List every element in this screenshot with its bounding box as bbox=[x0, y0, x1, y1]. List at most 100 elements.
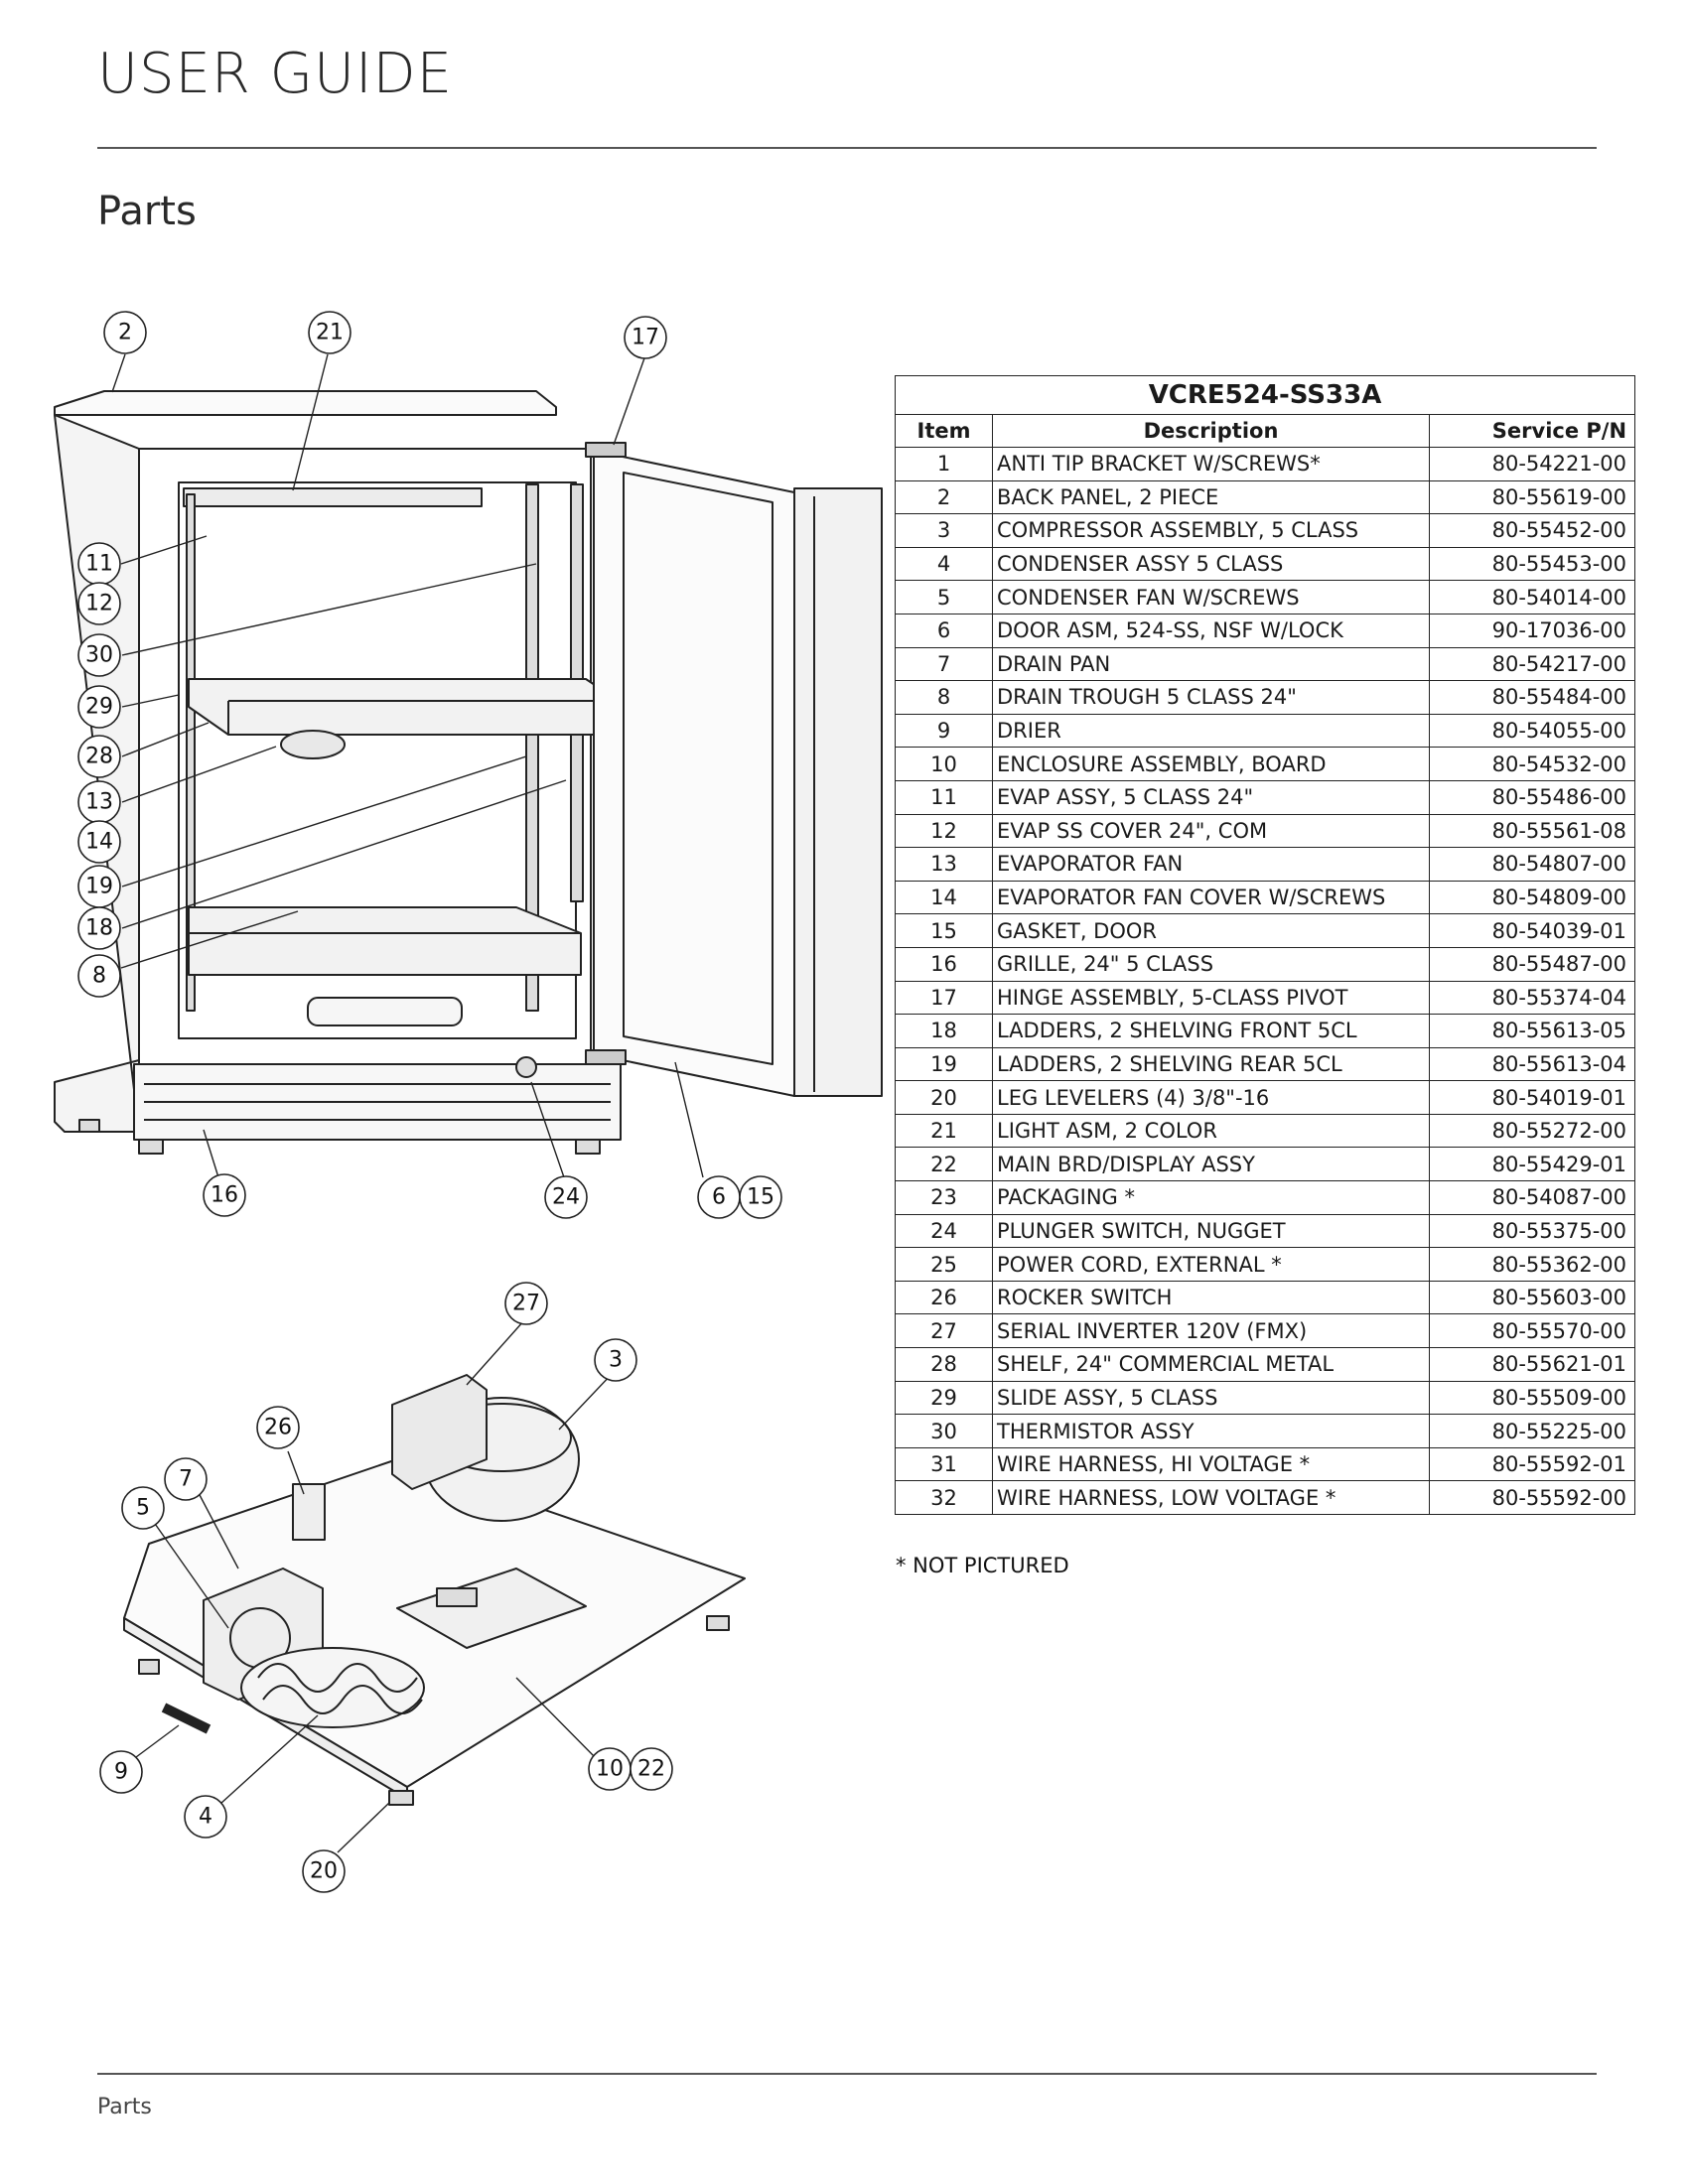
header-divider bbox=[97, 147, 1597, 149]
description-cell: ROCKER SWITCH bbox=[992, 1280, 1430, 1315]
callout-15: 15 bbox=[747, 1185, 774, 1210]
column-header-service-pn: Service P/N bbox=[1428, 414, 1636, 448]
callout-9: 9 bbox=[114, 1760, 128, 1785]
service-pn-cell: 80-55509-00 bbox=[1428, 1380, 1636, 1416]
item-number-cell: 24 bbox=[895, 1213, 993, 1249]
callout-markers bbox=[77, 311, 782, 1893]
item-number-cell: 8 bbox=[895, 680, 993, 715]
item-number-cell: 21 bbox=[895, 1113, 993, 1149]
model-number: VCRE524-SS33A bbox=[894, 375, 1636, 415]
service-pn-cell: 80-55429-01 bbox=[1428, 1147, 1636, 1182]
description-cell: EVAP ASSY, 5 CLASS 24" bbox=[992, 779, 1430, 815]
machine-compartment-drawing bbox=[123, 1374, 746, 1806]
table-model-row: VCRE524-SS33A bbox=[894, 375, 1636, 415]
item-number-cell: 22 bbox=[895, 1147, 993, 1182]
callout-leader-lines bbox=[111, 353, 704, 1853]
service-pn-cell: 80-55225-00 bbox=[1428, 1414, 1636, 1448]
item-number-cell: 2 bbox=[895, 479, 993, 515]
description-cell: WIRE HARNESS, LOW VOLTAGE * bbox=[992, 1480, 1430, 1515]
callout-8: 8 bbox=[92, 964, 106, 989]
callout-19: 19 bbox=[85, 875, 113, 899]
callout-13: 13 bbox=[85, 790, 113, 815]
service-pn-cell: 80-55570-00 bbox=[1428, 1313, 1636, 1349]
service-pn-cell: 80-55619-00 bbox=[1428, 479, 1636, 515]
callout-5: 5 bbox=[136, 1496, 150, 1521]
description-cell: HINGE ASSEMBLY, 5-CLASS PIVOT bbox=[992, 980, 1430, 1016]
callout-22: 22 bbox=[637, 1757, 665, 1782]
column-header-item: Item bbox=[895, 414, 993, 448]
description-cell: LADDERS, 2 SHELVING FRONT 5CL bbox=[992, 1014, 1430, 1048]
callout-10: 10 bbox=[596, 1757, 624, 1782]
callout-17: 17 bbox=[632, 326, 659, 350]
item-number-cell: 6 bbox=[895, 613, 993, 648]
callout-26: 26 bbox=[264, 1416, 292, 1440]
description-cell: DRAIN TROUGH 5 CLASS 24" bbox=[992, 680, 1430, 715]
callout-30: 30 bbox=[85, 643, 113, 668]
service-pn-cell: 80-55272-00 bbox=[1428, 1113, 1636, 1149]
page-header-title: USER GUIDE bbox=[97, 42, 454, 106]
item-number-cell: 16 bbox=[895, 946, 993, 982]
description-cell: COMPRESSOR ASSEMBLY, 5 CLASS bbox=[992, 513, 1430, 548]
service-pn-cell: 80-55613-04 bbox=[1428, 1046, 1636, 1082]
description-cell: ANTI TIP BRACKET W/SCREWS* bbox=[992, 447, 1430, 481]
description-cell: PLUNGER SWITCH, NUGGET bbox=[992, 1213, 1430, 1249]
description-cell: POWER CORD, EXTERNAL * bbox=[992, 1247, 1430, 1282]
service-pn-cell: 80-54087-00 bbox=[1428, 1180, 1636, 1215]
section-title: Parts bbox=[97, 189, 197, 234]
callout-28: 28 bbox=[85, 745, 113, 769]
description-cell: THERMISTOR ASSY bbox=[992, 1414, 1430, 1448]
service-pn-cell: 80-54532-00 bbox=[1428, 747, 1636, 781]
item-number-cell: 5 bbox=[895, 580, 993, 614]
item-number-cell: 14 bbox=[895, 880, 993, 915]
item-number-cell: 31 bbox=[895, 1446, 993, 1482]
description-cell: DRIER bbox=[992, 713, 1430, 749]
column-header-description: Description bbox=[992, 414, 1430, 448]
item-number-cell: 25 bbox=[895, 1247, 993, 1282]
description-cell: CONDENSER FAN W/SCREWS bbox=[992, 580, 1430, 614]
service-pn-cell: 80-54217-00 bbox=[1428, 646, 1636, 682]
callout-2: 2 bbox=[118, 321, 132, 345]
service-pn-cell: 80-55452-00 bbox=[1428, 513, 1636, 548]
description-cell: SLIDE ASSY, 5 CLASS bbox=[992, 1380, 1430, 1416]
description-cell: LIGHT ASM, 2 COLOR bbox=[992, 1113, 1430, 1149]
callout-16: 16 bbox=[211, 1183, 238, 1208]
description-cell: DOOR ASM, 524-SS, NSF W/LOCK bbox=[992, 613, 1430, 648]
description-cell: ENCLOSURE ASSEMBLY, BOARD bbox=[992, 747, 1430, 781]
item-number-cell: 20 bbox=[895, 1080, 993, 1115]
description-cell: GRILLE, 24" 5 CLASS bbox=[992, 946, 1430, 982]
service-pn-cell: 80-55486-00 bbox=[1428, 779, 1636, 815]
service-pn-cell: 80-54221-00 bbox=[1428, 447, 1636, 481]
item-number-cell: 13 bbox=[895, 847, 993, 882]
description-cell: SERIAL INVERTER 120V (FMX) bbox=[992, 1313, 1430, 1349]
service-pn-cell: 80-54807-00 bbox=[1428, 847, 1636, 882]
description-cell: EVAPORATOR FAN bbox=[992, 847, 1430, 882]
description-cell: GASKET, DOOR bbox=[992, 913, 1430, 948]
not-pictured-note: * NOT PICTURED bbox=[896, 1554, 1069, 1577]
description-cell: PACKAGING * bbox=[992, 1180, 1430, 1215]
description-cell: MAIN BRD/DISPLAY ASSY bbox=[992, 1147, 1430, 1182]
service-pn-cell: 80-55487-00 bbox=[1428, 946, 1636, 982]
callout-24: 24 bbox=[552, 1185, 580, 1210]
service-pn-cell: 80-54055-00 bbox=[1428, 713, 1636, 749]
